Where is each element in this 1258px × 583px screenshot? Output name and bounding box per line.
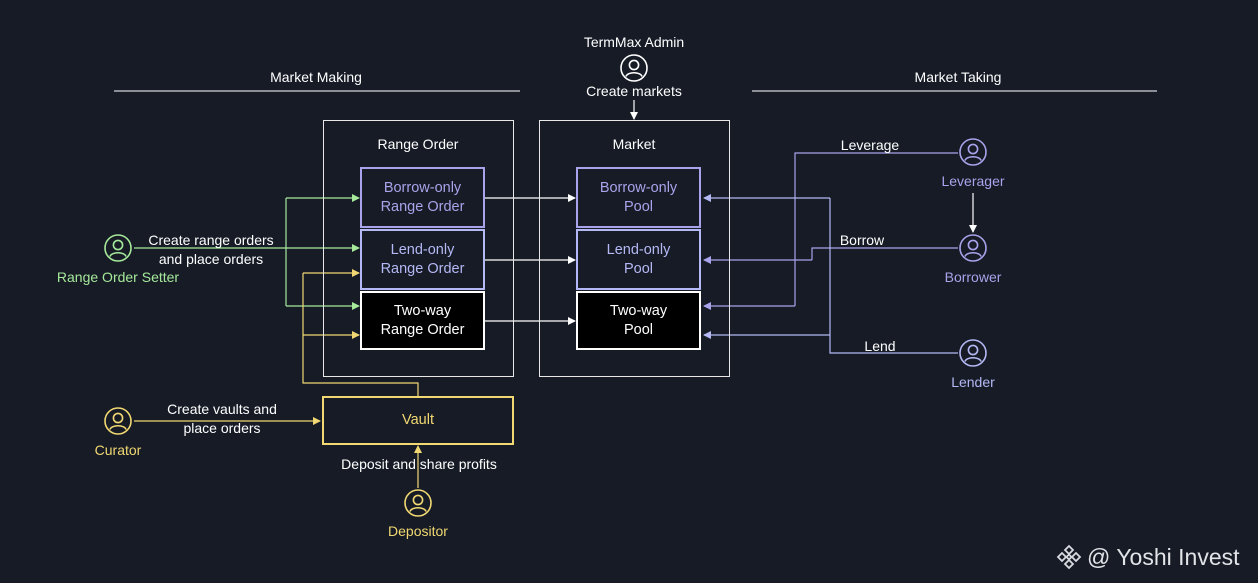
lend-action-label: Lend bbox=[864, 338, 896, 354]
market-group-title: Market bbox=[612, 136, 656, 152]
market-making-divider bbox=[114, 90, 520, 92]
borrow-line bbox=[811, 247, 958, 260]
two-way-pool-box[interactable]: Two-way Pool bbox=[576, 291, 701, 350]
borrower-label: Borrower bbox=[944, 269, 1002, 285]
admin-user-icon bbox=[620, 54, 648, 82]
lender-label: Lender bbox=[951, 374, 995, 390]
borrow-action-label: Borrow bbox=[839, 232, 885, 248]
borrow-only-pool-box[interactable]: Borrow-only Pool bbox=[576, 167, 701, 228]
deposit-action-label: Deposit and share profits bbox=[341, 456, 497, 472]
borrower-user-icon bbox=[959, 234, 987, 262]
create-range-orders-label-line2: and place orders bbox=[158, 251, 264, 267]
range-order-setter-user-icon bbox=[104, 234, 132, 262]
watermark-text: @ Yoshi Invest bbox=[1087, 544, 1240, 570]
curator-user-icon bbox=[104, 407, 132, 435]
vault-up-line bbox=[302, 273, 419, 396]
create-markets-label: Create markets bbox=[586, 83, 682, 99]
lend-line bbox=[829, 198, 958, 354]
lend-only-pool-box[interactable]: Lend-only Pool bbox=[576, 229, 701, 290]
market-taking-heading: Market Taking bbox=[914, 69, 1002, 85]
leverage-action-label: Leverage bbox=[840, 137, 900, 153]
depositor-user-icon bbox=[404, 489, 432, 517]
admin-title: TermMax Admin bbox=[583, 34, 685, 50]
borrow-only-range-order-box[interactable]: Borrow-only Range Order bbox=[360, 167, 485, 228]
market-making-heading: Market Making bbox=[270, 69, 362, 85]
market-group bbox=[539, 120, 730, 377]
curator-label: Curator bbox=[94, 442, 142, 458]
create-vaults-label-line1: Create vaults and bbox=[167, 401, 277, 417]
range-order-setter-label: Range Order Setter bbox=[56, 269, 180, 285]
depositor-label: Depositor bbox=[388, 523, 448, 539]
market-taking-divider bbox=[752, 90, 1157, 92]
two-way-range-order-box[interactable]: Two-way Range Order bbox=[360, 291, 485, 350]
vault-box[interactable]: Vault bbox=[322, 396, 514, 445]
create-vaults-label-line2: place orders bbox=[183, 420, 261, 436]
leverager-user-icon bbox=[959, 138, 987, 166]
binance-diamond-icon bbox=[1056, 544, 1082, 570]
lend-only-range-order-box[interactable]: Lend-only Range Order bbox=[360, 229, 485, 290]
range-order-group bbox=[323, 120, 514, 377]
leverager-label: Leverager bbox=[941, 173, 1005, 189]
leverage-line bbox=[794, 152, 958, 306]
lender-user-icon bbox=[959, 339, 987, 367]
range-order-group-title: Range Order bbox=[377, 136, 459, 152]
create-range-orders-label-line1: Create range orders bbox=[148, 232, 274, 248]
